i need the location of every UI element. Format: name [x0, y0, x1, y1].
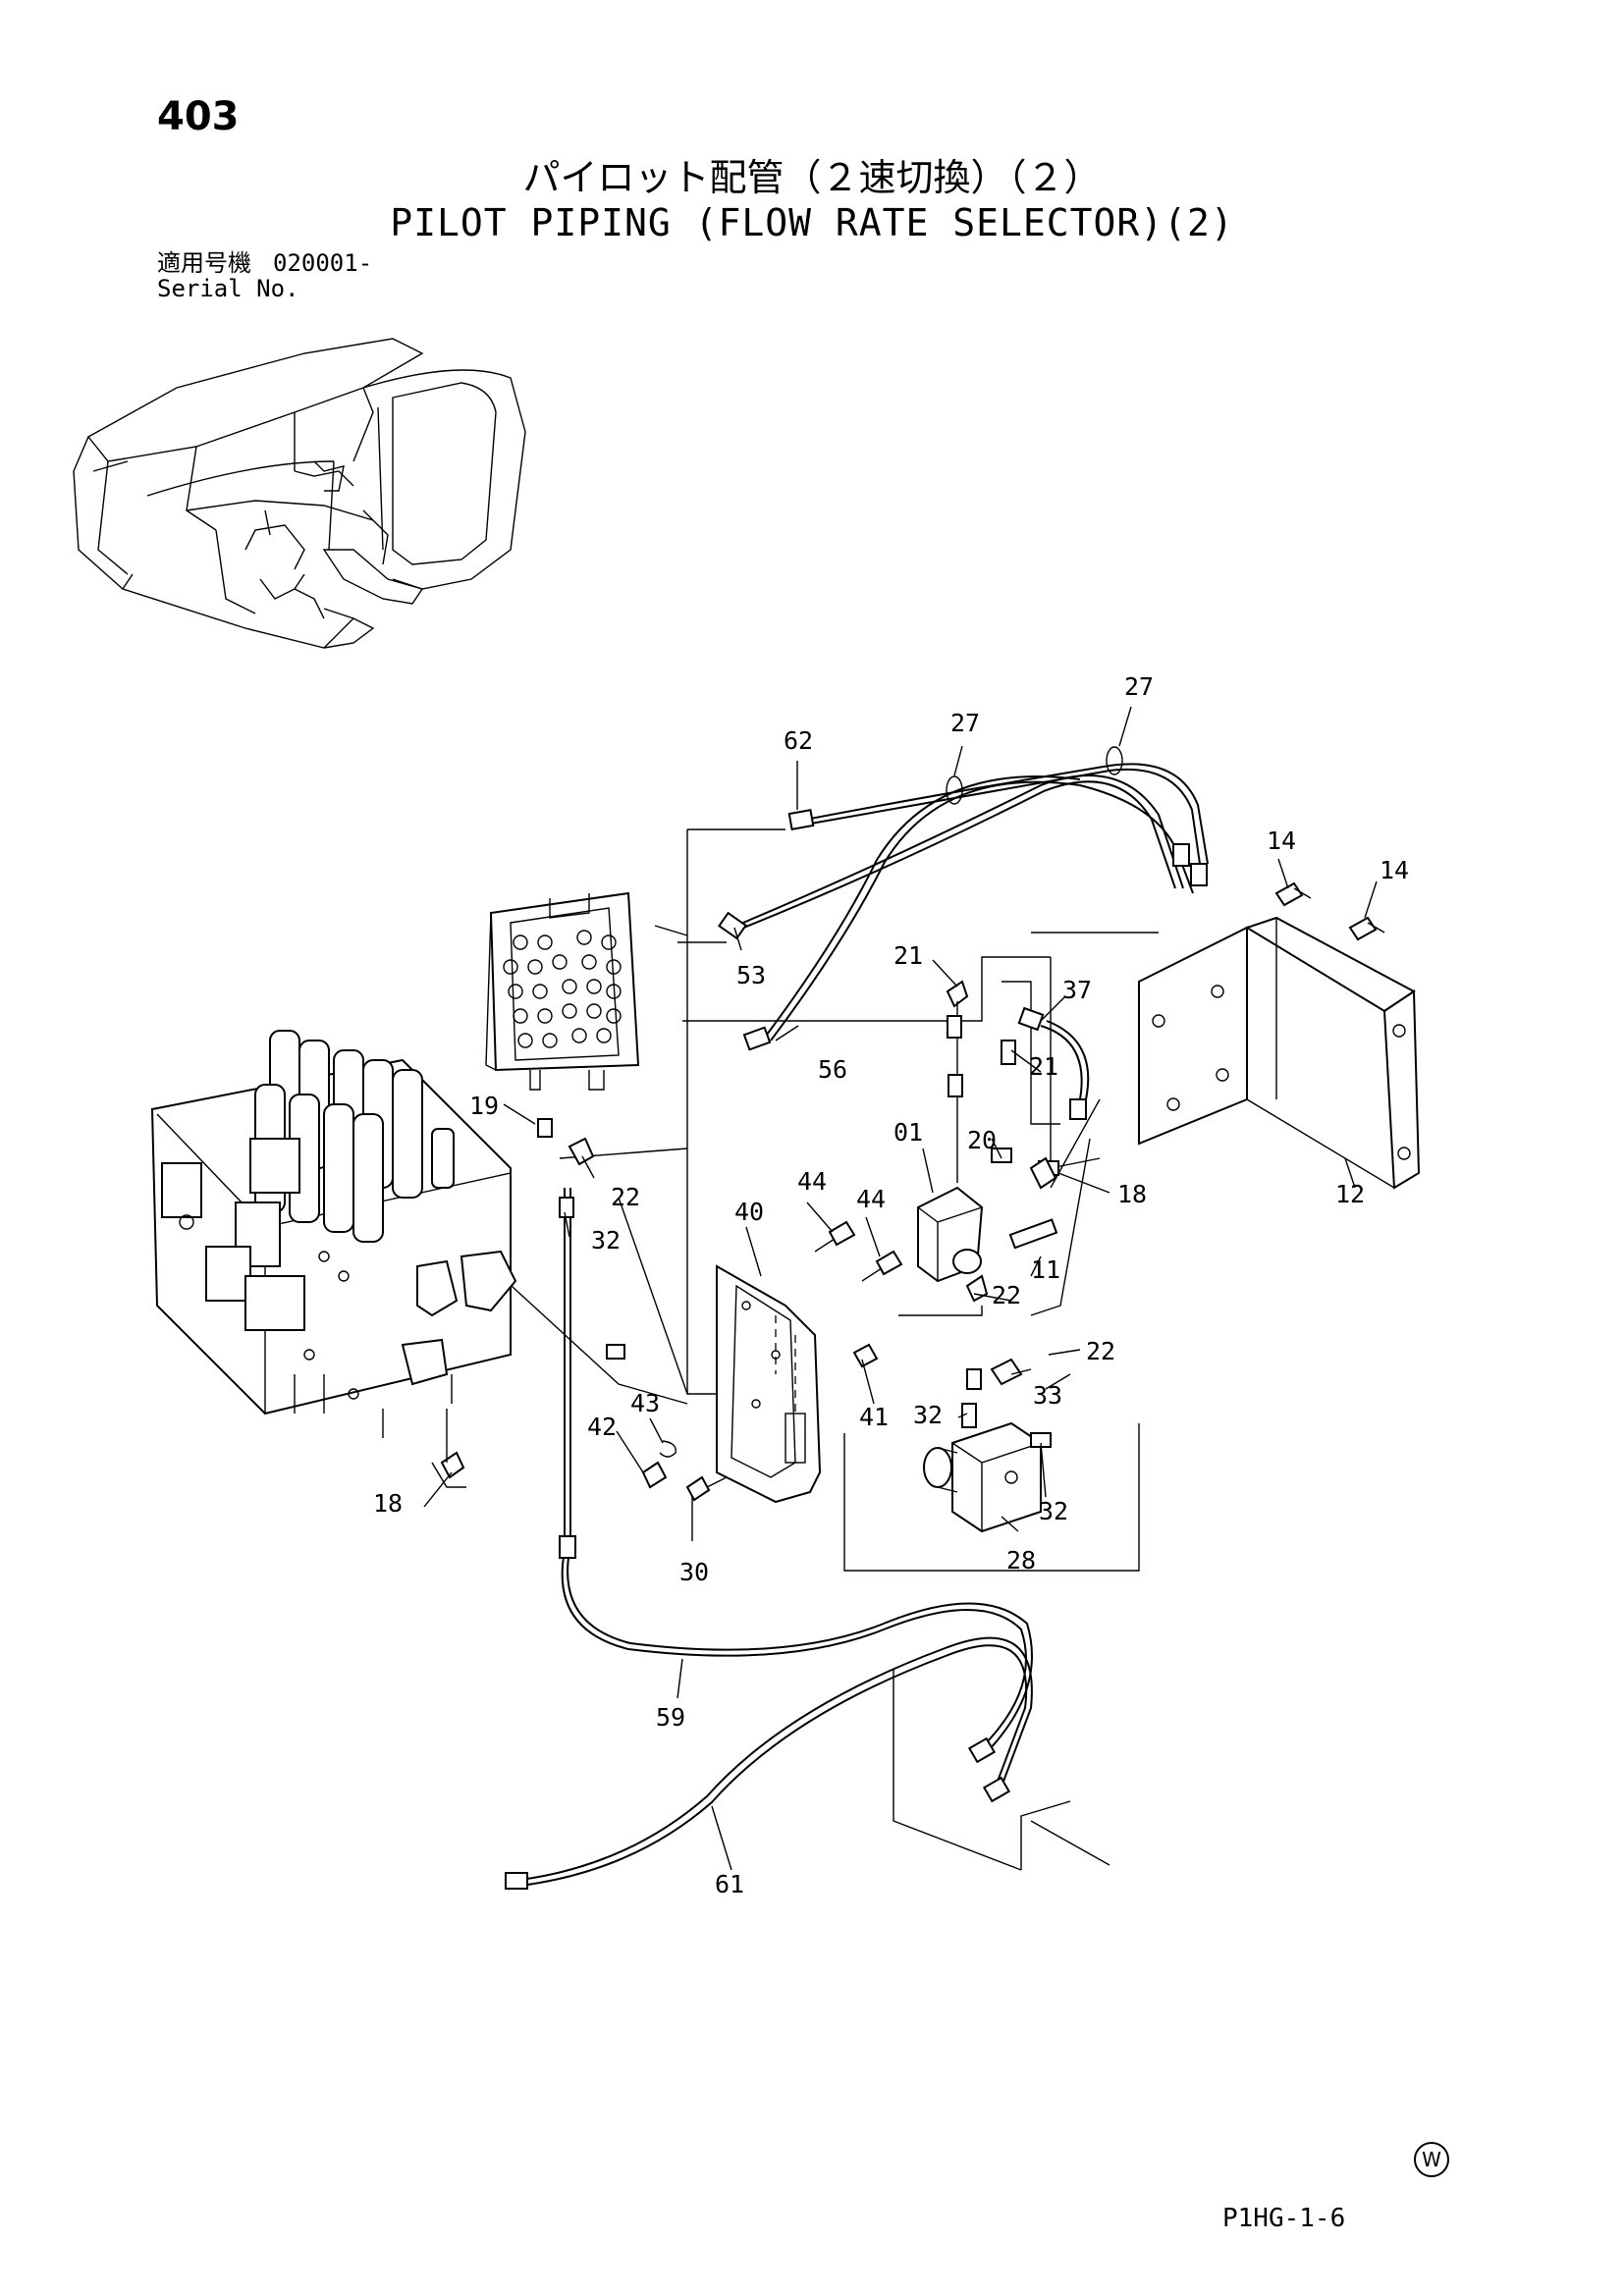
pilot-valve-block [485, 891, 640, 1091]
callout-01: 01 [893, 1118, 923, 1147]
callout-22: 22 [1086, 1337, 1115, 1365]
title-japanese: パイロット配管（２速切換）（２） [522, 156, 1102, 199]
callout-20: 20 [967, 1126, 997, 1154]
callout-14: 14 [1380, 856, 1409, 884]
callout-22: 22 [611, 1183, 640, 1211]
callout-59: 59 [656, 1703, 685, 1732]
callout-42: 42 [587, 1413, 617, 1441]
serial-value: 020001- [273, 249, 373, 277]
serial-label-ja: 適用号機 [157, 249, 251, 277]
callout-37: 37 [1062, 976, 1092, 1004]
callout-11: 11 [1031, 1255, 1060, 1284]
callout-40: 40 [734, 1198, 764, 1226]
callout-32: 32 [591, 1226, 621, 1255]
mounting-bracket [1138, 916, 1421, 1190]
serial-info: 適用号機 020001- Serial No. [157, 250, 372, 301]
misc-fittings [431, 1118, 625, 1488]
valve-ports [503, 930, 622, 1048]
callout-19: 19 [469, 1092, 499, 1120]
serial-label-en: Serial No. [157, 275, 299, 302]
callout-22: 22 [992, 1281, 1021, 1309]
callout-28: 28 [1006, 1546, 1036, 1575]
check-valve-block [923, 1274, 1052, 1533]
callout-18: 18 [373, 1489, 403, 1518]
callout-21: 21 [1029, 1052, 1058, 1081]
title-english: PILOT PIPING (FLOW RATE SELECTOR)(2) [390, 201, 1234, 244]
callout-21: 21 [893, 941, 923, 970]
callout-62: 62 [784, 726, 813, 755]
callout-18: 18 [1117, 1180, 1147, 1208]
mounting-plate [641, 1220, 903, 1504]
callout-61: 61 [715, 1870, 744, 1898]
callout-14: 14 [1267, 827, 1296, 855]
callout-43: 43 [630, 1389, 660, 1417]
callout-30: 30 [679, 1558, 709, 1586]
page-number: 403 [157, 94, 240, 139]
leader-lines [423, 706, 1378, 1871]
control-valve [150, 1030, 517, 1438]
fittings [505, 809, 1208, 1890]
hoses [519, 763, 1209, 1887]
excavator-overview-sketch [73, 338, 526, 649]
callout-41: 41 [859, 1403, 889, 1431]
drawing-code: P1HG-1-6 [1222, 2204, 1346, 2233]
part-callouts: 62 27 27 14 14 53 21 37 56 21 19 01 20 1… [373, 672, 1409, 1898]
callout-27: 27 [950, 709, 980, 737]
w-mark: W [1414, 2142, 1449, 2177]
callout-44: 44 [856, 1185, 886, 1213]
solenoid-valve [917, 980, 1059, 1283]
callout-56: 56 [818, 1055, 847, 1084]
callout-44: 44 [797, 1167, 827, 1196]
callout-53: 53 [736, 961, 766, 989]
callout-12: 12 [1335, 1180, 1365, 1208]
hose-clamps [946, 746, 1123, 805]
callout-32: 32 [913, 1401, 943, 1429]
callout-27: 27 [1124, 672, 1154, 701]
bolts-14 [1274, 881, 1385, 941]
callout-32: 32 [1039, 1497, 1068, 1525]
callout-33: 33 [1033, 1381, 1062, 1410]
